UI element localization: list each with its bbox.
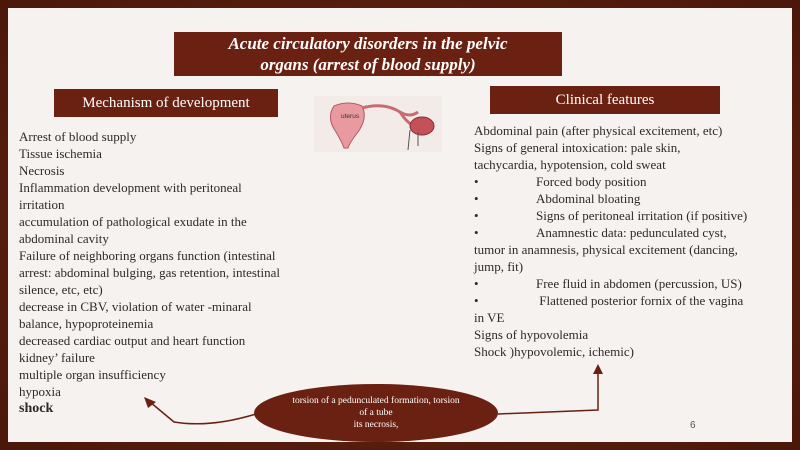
clinical-features-header: Clinical features	[490, 86, 720, 114]
list-item: balance, hypoproteinemia	[19, 316, 154, 331]
list-item: hypoxia	[19, 384, 61, 399]
title-line-1: Acute circulatory disorders in the pelvi…	[228, 34, 508, 53]
list-item: decreased cardiac output and heart funct…	[19, 333, 246, 348]
list-item: decrease in CBV, violation of water -min…	[19, 299, 252, 314]
bullet-text: Anamnestic data: pedunculated cyst,	[536, 225, 727, 240]
list-item: Arrest of blood supply	[19, 129, 137, 144]
list-item: accumulation of pathological exudate in …	[19, 214, 247, 229]
torsion-callout: torsion of a pedunculated formation, tor…	[254, 384, 498, 442]
bullet-item: • Flattened posterior fornix of the vagi…	[474, 292, 780, 309]
bullet-icon: •	[474, 276, 479, 291]
title-line-2: organs (arrest of blood supply)	[260, 55, 476, 74]
bullet-text: Abdominal bloating	[536, 191, 641, 206]
list-item: Abdominal pain (after physical excitemen…	[474, 123, 723, 138]
uterus-body-shape	[330, 102, 365, 149]
clinical-features-list: Abdominal pain (after physical excitemen…	[474, 122, 780, 360]
list-item-shock: shock	[19, 401, 54, 416]
callout-line-1: torsion of a pedunculated formation, tor…	[292, 396, 460, 406]
bullet-icon: •	[474, 191, 479, 206]
slide-title: Acute circulatory disorders in the pelvi…	[174, 32, 562, 76]
bullet-icon: •	[474, 225, 479, 240]
bullet-text: Forced body position	[536, 174, 647, 189]
list-item: kidney’ failure	[19, 350, 95, 365]
bullet-item: • Signs of peritoneal irritation (if posi…	[474, 207, 780, 224]
callout-line-2: of a tube	[359, 408, 393, 418]
page-number: 6	[690, 420, 696, 431]
list-item: irritation	[19, 197, 65, 212]
bullet-item: • Anamnestic data: pedunculated cyst,	[474, 224, 780, 241]
bullet-text: Free fluid in abdomen (percussion, US)	[536, 276, 742, 291]
bullet-item: • Forced body position	[474, 173, 780, 190]
pointer-line-shape	[407, 129, 411, 151]
list-item: silence, etc, etc)	[19, 282, 103, 297]
bullet-item: • Free fluid in abdomen (percussion, US)	[474, 275, 780, 292]
list-item: Tissue ischemia	[19, 146, 102, 161]
bullet-item: • Abdominal bloating	[474, 190, 780, 207]
list-item: Signs of general intoxication: pale skin…	[474, 140, 681, 155]
mechanism-header: Mechanism of development	[54, 89, 278, 117]
bullet-icon: •	[474, 293, 479, 308]
ovary-shape	[409, 116, 435, 136]
list-item: arrest: abdominal bulging, gas retention…	[19, 265, 281, 280]
uterus-label: uterus	[341, 113, 360, 120]
bullet-text: Signs of peritoneal irritation (if posit…	[536, 208, 748, 223]
list-item: abdominal cavity	[19, 231, 109, 246]
list-item: Signs of hypovolemia	[474, 327, 589, 342]
list-item: tachycardia, hypotension, cold sweat	[474, 157, 666, 172]
mechanism-list: Arrest of blood supply Tissue ischemia N…	[19, 128, 344, 417]
slide	[8, 8, 792, 442]
callout-line-3: its necrosis,	[353, 420, 399, 430]
list-item: tumor in anamnesis, physical excitement …	[474, 242, 738, 257]
list-item: jump, fit)	[474, 259, 524, 274]
list-item: multiple organ insufficiency	[19, 367, 166, 382]
uterus-illustration: uterus	[314, 96, 442, 152]
bullet-text: Flattened posterior fornix of the vagina	[536, 293, 744, 308]
bullet-icon: •	[474, 174, 479, 189]
list-item: Inflammation development with peritoneal	[19, 180, 242, 195]
list-item: Shock )hypovolemic, ichemic)	[474, 344, 634, 359]
list-item: Necrosis	[19, 163, 65, 178]
list-item: Failure of neighboring organs function (…	[19, 248, 276, 263]
list-item: in VE	[474, 310, 505, 325]
bullet-icon: •	[474, 208, 479, 223]
